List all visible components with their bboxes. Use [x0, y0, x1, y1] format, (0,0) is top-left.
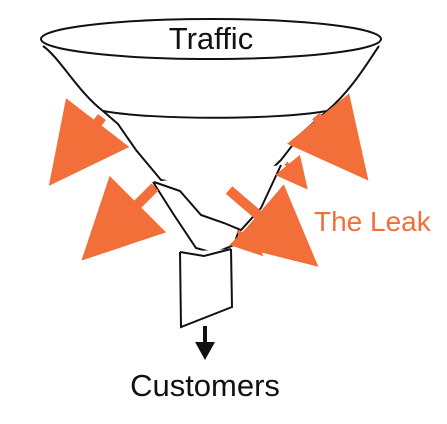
down-arrow: [195, 326, 215, 360]
orange-leak-arrow: [286, 93, 369, 181]
funnel-spout-top: [179, 248, 232, 258]
funnel-rim: [40, 18, 382, 60]
orange-leak-arrow: [81, 175, 167, 261]
orange-leak-arrow: [225, 184, 319, 267]
orange-leak-arrow: [229, 222, 264, 257]
orange-leak-arrow: [275, 154, 308, 190]
top-label: Traffic: [169, 21, 253, 56]
leak-label: The Leak: [314, 206, 432, 237]
down-arrow-head: [195, 342, 215, 360]
funnel-spout: [179, 248, 234, 329]
leak-arrows: [48, 93, 369, 267]
orange-leak-arrow: [48, 98, 130, 186]
bottom-label: Customers: [130, 368, 280, 403]
funnel: [40, 18, 382, 329]
